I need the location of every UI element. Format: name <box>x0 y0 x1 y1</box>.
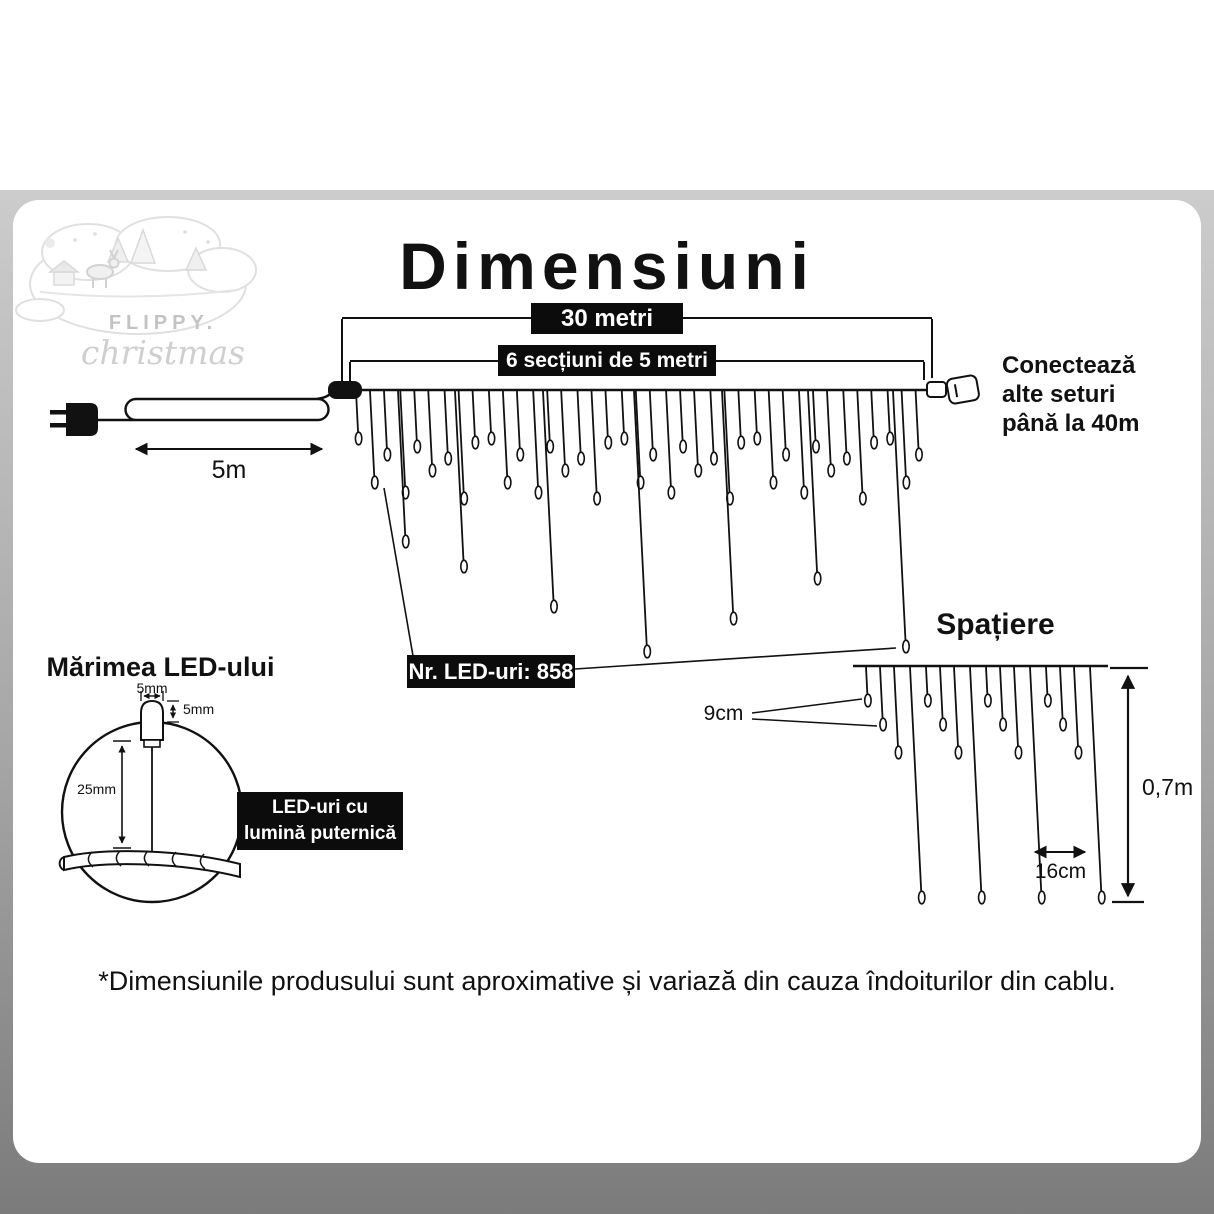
total-length-badge: 30 metri <box>531 303 683 334</box>
logo-cloud-illustration <box>15 216 257 335</box>
led-base <box>143 739 161 748</box>
extension-connector-pair <box>926 374 980 405</box>
module-height-label: 25mm <box>77 781 116 797</box>
lead-length-label: 5m <box>211 456 247 484</box>
tree-icon <box>129 227 157 264</box>
power-cord-coil <box>96 389 335 422</box>
spacing-arrows <box>1033 666 1148 904</box>
page-title: Dimensiuni <box>399 229 815 303</box>
icicle-drops <box>354 390 1106 905</box>
led-size-section-title: Mărimea LED-ului <box>46 652 275 682</box>
led-description-badge: LED-uri cu lumină puternică <box>237 792 403 850</box>
drop-gap-label: 9cm <box>703 702 744 725</box>
logo-script-text: christmas <box>80 333 246 372</box>
bulb-height-label: 5mm <box>183 701 215 717</box>
connect-note: Conectează alte seturi până la 40m <box>1002 352 1140 437</box>
power-plug-icon <box>50 403 98 436</box>
house-roof-icon <box>47 260 81 273</box>
rope-drawing <box>58 850 241 879</box>
bulb-width-label: 5mm <box>136 680 168 696</box>
led-count-badge: Nr. LED-uri: 858 <box>407 655 575 688</box>
snow-dots <box>73 230 210 244</box>
controller-connector <box>328 381 362 399</box>
led-bulb-outline <box>140 699 164 741</box>
moon-icon <box>45 238 55 248</box>
snow-ground-line <box>39 289 237 298</box>
drop-gap-leaders <box>751 698 878 727</box>
reindeer-icon <box>86 249 120 288</box>
logo-brand-text: FLIPPY. <box>108 312 218 334</box>
led-count-leaders <box>383 487 897 670</box>
tree-icon <box>184 246 208 271</box>
spacing-section-title: Spațiere <box>936 608 1055 641</box>
led-size-drawing <box>58 691 244 904</box>
sections-badge: 6 secțiuni de 5 metri <box>498 345 716 376</box>
column-gap-label: 16cm <box>1034 860 1087 883</box>
drop-height-label: 0,7m <box>1142 774 1194 800</box>
footer-disclaimer: *Dimensiunile produsului sunt aproximati… <box>98 966 1116 996</box>
